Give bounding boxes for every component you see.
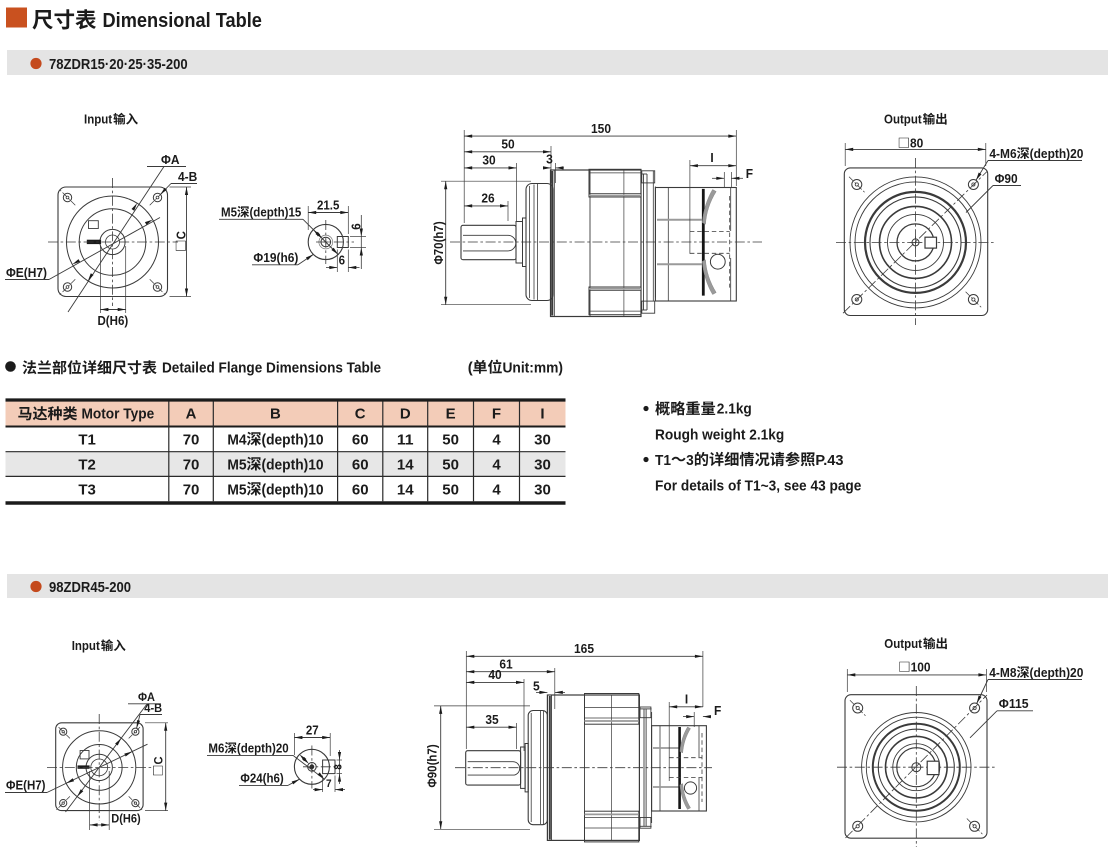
svg-text:7: 7	[326, 778, 332, 790]
svg-text:50: 50	[442, 456, 459, 473]
svg-text:Unit:mm): Unit:mm)	[502, 360, 563, 377]
svg-text:80: 80	[910, 136, 923, 151]
svg-text:98ZDR45-200: 98ZDR45-200	[49, 580, 131, 596]
svg-text:M6: M6	[208, 742, 224, 756]
svg-text:60: 60	[352, 481, 369, 498]
svg-text:21.5: 21.5	[317, 199, 339, 213]
svg-text:6: 6	[339, 254, 345, 268]
svg-text:78ZDR15·20·25·35-200: 78ZDR15·20·25·35-200	[49, 57, 188, 73]
svg-text:50: 50	[442, 481, 459, 498]
svg-text:4-M8: 4-M8	[989, 665, 1016, 680]
svg-text:Output: Output	[884, 113, 922, 127]
svg-text:P.43: P.43	[815, 452, 843, 469]
svg-text:4-B: 4-B	[144, 701, 162, 715]
svg-text:ΦE(H7): ΦE(H7)	[6, 265, 47, 280]
svg-text:165: 165	[574, 641, 594, 656]
svg-text:Input: Input	[72, 639, 101, 653]
svg-text:(: (	[468, 360, 473, 377]
svg-text:Φ90(h7): Φ90(h7)	[426, 744, 440, 787]
svg-text:Detailed Flange Dimensions Tab: Detailed Flange Dimensions Table	[162, 360, 381, 377]
svg-text:30: 30	[534, 456, 551, 473]
svg-text:C: C	[175, 231, 189, 239]
svg-text:D(H6): D(H6)	[98, 314, 129, 328]
svg-text:I: I	[710, 150, 713, 165]
svg-text:For details of T1~3, see 43 pa: For details of T1~3, see 43 page	[655, 477, 861, 494]
svg-text:I: I	[540, 406, 544, 423]
svg-text:Motor Type: Motor Type	[82, 406, 155, 423]
svg-text:F: F	[492, 406, 501, 423]
svg-text:50: 50	[442, 431, 459, 448]
svg-text:Rough weight 2.1kg: Rough weight 2.1kg	[655, 426, 784, 443]
svg-text:150: 150	[591, 121, 611, 136]
svg-text:F: F	[746, 166, 753, 181]
svg-text:D: D	[400, 406, 411, 423]
svg-text:D(H6): D(H6)	[111, 812, 140, 826]
svg-text:ΦE(H7): ΦE(H7)	[6, 779, 46, 793]
svg-text:8: 8	[333, 764, 345, 770]
svg-text:35: 35	[485, 712, 498, 727]
svg-text:(depth)10: (depth)10	[261, 456, 323, 473]
svg-text:60: 60	[352, 456, 369, 473]
svg-text:M5: M5	[227, 456, 246, 473]
svg-text:30: 30	[482, 153, 495, 168]
svg-text:C: C	[355, 406, 366, 423]
svg-text:11: 11	[397, 431, 414, 448]
svg-text:30: 30	[534, 431, 551, 448]
svg-text:I: I	[685, 691, 688, 706]
svg-text:14: 14	[397, 456, 414, 473]
svg-text:Dimensional Table: Dimensional Table	[103, 9, 262, 32]
svg-text:Φ19(h6): Φ19(h6)	[253, 250, 298, 265]
svg-text:70: 70	[183, 456, 200, 473]
svg-text:3: 3	[686, 452, 694, 469]
svg-text:Φ90: Φ90	[995, 171, 1018, 186]
svg-text:T3: T3	[78, 481, 96, 498]
svg-text:26: 26	[481, 190, 494, 205]
svg-text:3: 3	[546, 152, 553, 167]
svg-text:A: A	[186, 406, 197, 423]
svg-text:B: B	[270, 406, 281, 423]
svg-text:70: 70	[183, 481, 200, 498]
svg-text:M5: M5	[227, 481, 246, 498]
svg-text:Φ24(h6): Φ24(h6)	[240, 772, 283, 786]
svg-text:M5: M5	[221, 206, 237, 220]
svg-text:Output: Output	[884, 637, 922, 651]
svg-text:6: 6	[350, 223, 364, 229]
svg-text:14: 14	[397, 481, 414, 498]
svg-text:C: C	[152, 756, 166, 764]
svg-text:2.1kg: 2.1kg	[717, 401, 752, 418]
svg-text:30: 30	[534, 481, 551, 498]
svg-text:4: 4	[492, 456, 501, 473]
svg-text:Φ70(h7): Φ70(h7)	[432, 221, 446, 264]
svg-text:5: 5	[533, 679, 540, 694]
svg-text:(depth)20: (depth)20	[237, 742, 289, 756]
svg-text:Φ115: Φ115	[999, 696, 1029, 711]
svg-text:4: 4	[492, 431, 501, 448]
svg-text:T2: T2	[78, 456, 96, 473]
svg-text:T1: T1	[78, 431, 96, 448]
svg-text:T1: T1	[655, 452, 671, 469]
svg-text:61: 61	[499, 656, 512, 671]
svg-text:ΦA: ΦA	[161, 152, 180, 167]
svg-text:(depth)20: (depth)20	[1030, 665, 1084, 680]
svg-text:M4: M4	[227, 431, 247, 448]
svg-text:(depth)15: (depth)15	[249, 206, 301, 220]
svg-text:4: 4	[492, 481, 501, 498]
svg-text:4-B: 4-B	[178, 169, 197, 184]
svg-text:27: 27	[306, 724, 319, 738]
svg-text:Input: Input	[84, 113, 113, 127]
svg-text:(depth)10: (depth)10	[261, 481, 323, 498]
svg-text:(depth)20: (depth)20	[1030, 146, 1084, 161]
svg-text:100: 100	[911, 660, 931, 675]
svg-text:E: E	[446, 406, 456, 423]
svg-text:70: 70	[183, 431, 200, 448]
svg-text:F: F	[714, 703, 721, 718]
svg-text:50: 50	[501, 137, 514, 152]
svg-text:40: 40	[488, 667, 501, 682]
svg-text:4-M6: 4-M6	[989, 146, 1016, 161]
svg-text:60: 60	[352, 431, 369, 448]
svg-text:(depth)10: (depth)10	[261, 431, 323, 448]
svg-text:ΦA: ΦA	[138, 690, 155, 704]
